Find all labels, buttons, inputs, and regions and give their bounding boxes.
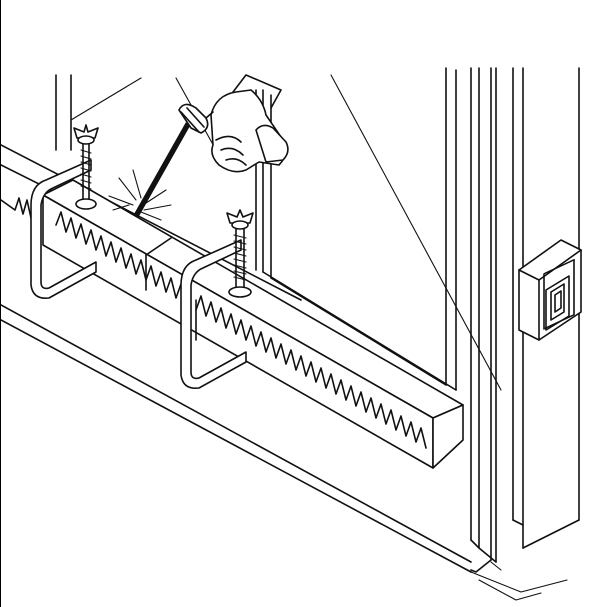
gate-frame-icon: [55, 67, 580, 573]
welding-torch-icon: [108, 103, 209, 221]
c-clamp-icon: [30, 124, 99, 300]
gate-rack-icon: [1, 179, 464, 469]
c-clamp-icon: [180, 209, 254, 390]
gloved-hand-icon: [205, 74, 289, 173]
wall-switch-icon: [518, 239, 582, 341]
